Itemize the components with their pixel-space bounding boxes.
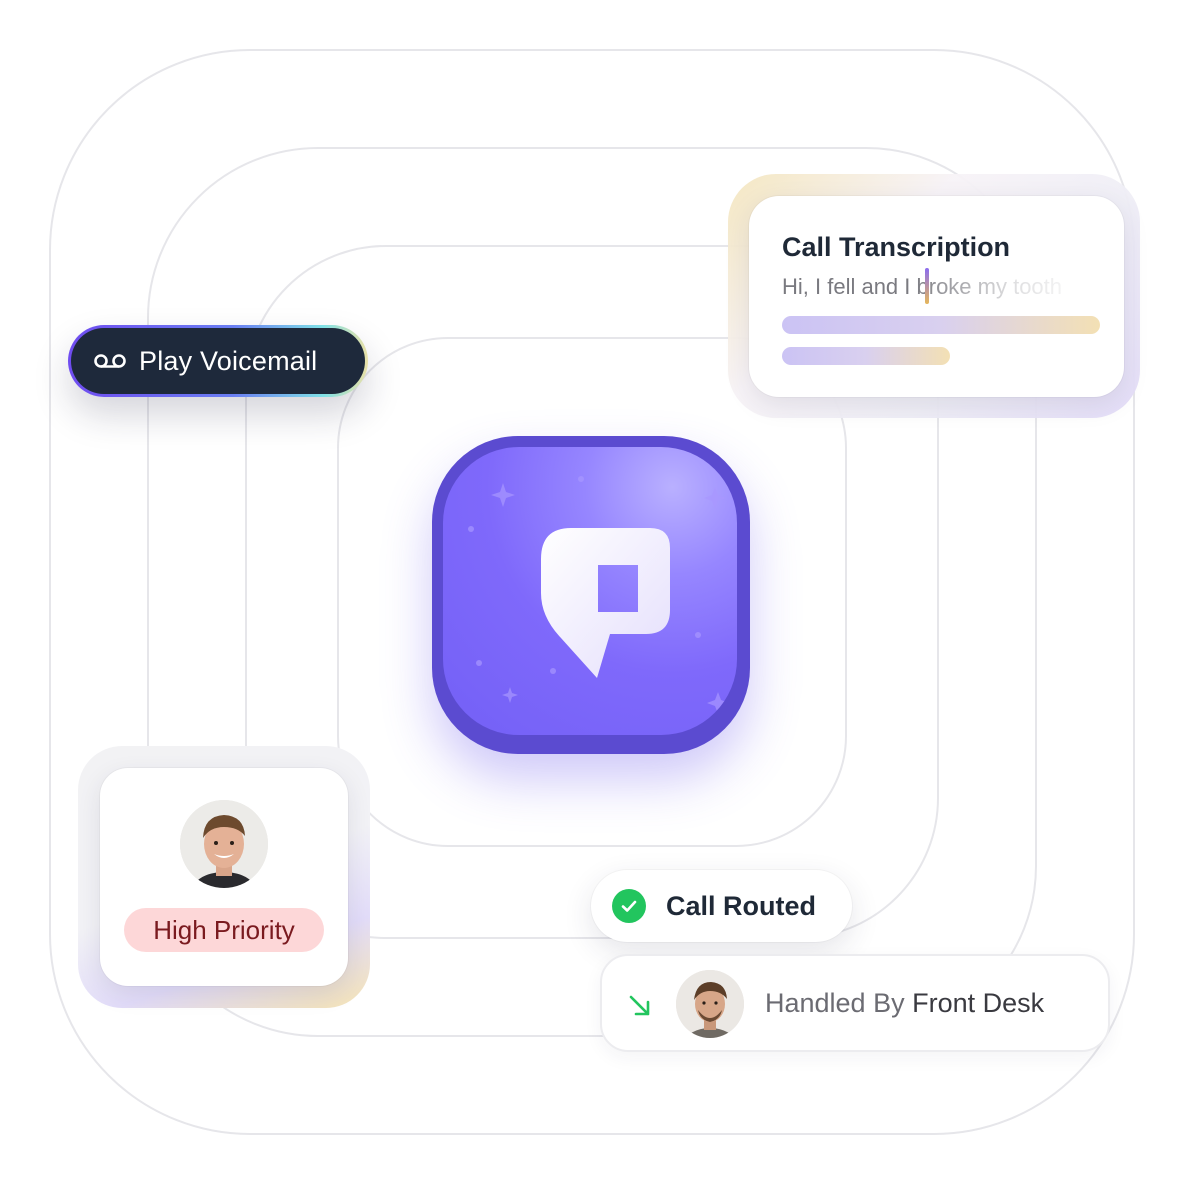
agent-avatar	[676, 970, 744, 1038]
priority-badge: High Priority	[124, 908, 324, 952]
play-voicemail-label: Play Voicemail	[139, 345, 318, 376]
voicemail-icon	[94, 354, 126, 368]
transcription-cursor	[925, 268, 929, 304]
transcription-text: Hi, I fell and I broke my tooth	[782, 272, 1092, 302]
caller-avatar	[180, 800, 268, 888]
check-circle-icon	[612, 889, 646, 923]
transcription-card: Call Transcription Hi, I fell and I brok…	[749, 196, 1124, 397]
play-voicemail-button[interactable]: Play Voicemail	[68, 325, 368, 397]
call-routed-label: Call Routed	[666, 890, 817, 921]
handled-by-text: Handled By Front Desk	[765, 988, 1044, 1019]
handled-by-prefix: Handled By	[765, 988, 905, 1018]
caller-card: High Priority	[100, 768, 348, 986]
handled-by-card: Handled By Front Desk	[600, 954, 1110, 1052]
handled-by-target: Front Desk	[912, 988, 1045, 1018]
transcription-progress-bar-1	[782, 316, 1100, 334]
arrow-down-right-icon	[629, 995, 650, 1016]
transcription-progress-bar-2	[782, 347, 950, 365]
app-icon[interactable]	[432, 436, 750, 754]
transcription-title: Call Transcription	[782, 232, 1011, 262]
brand-logo-icon	[468, 476, 729, 714]
call-routed-status: Call Routed	[591, 870, 852, 942]
